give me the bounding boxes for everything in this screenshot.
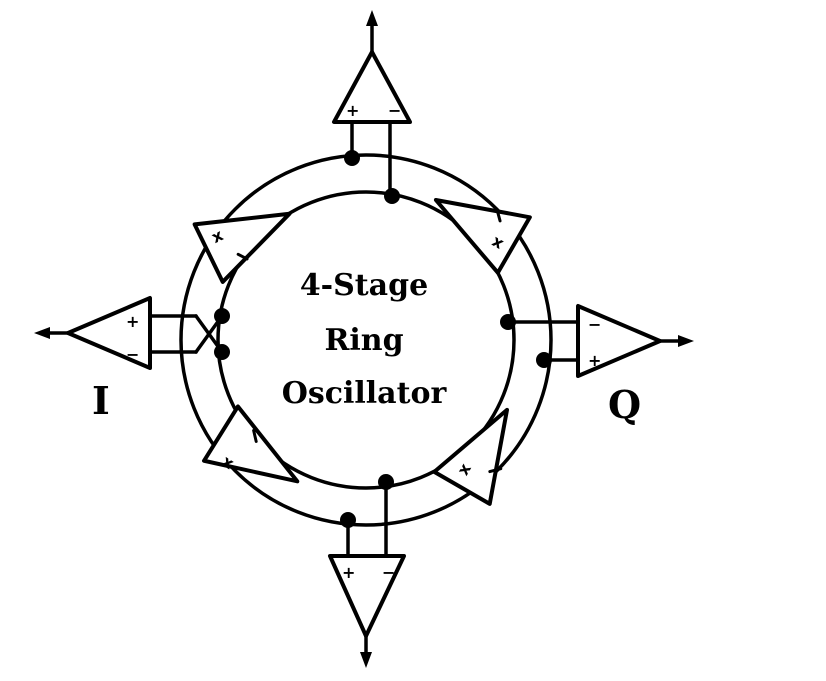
stage-amplifier-lower-left: x: [202, 404, 300, 484]
ring-inner: [216, 190, 516, 490]
center-title: 4-Stage Ring Oscillator: [282, 268, 448, 411]
output-label-i: I: [92, 378, 110, 423]
output-buffer-left: + −: [34, 296, 230, 370]
sign-minus: −: [388, 101, 401, 120]
sign-plus: +: [346, 101, 359, 120]
arrow-right-icon: [678, 335, 694, 347]
output-buffer-top: + −: [332, 10, 412, 204]
arrow-left-icon: [34, 327, 50, 339]
title-line-2: Ring: [324, 323, 403, 358]
output-buffer-right: − +: [500, 304, 694, 378]
sign-plus: +: [588, 351, 601, 370]
sign-minus: −: [588, 315, 601, 334]
title-line-3: Oscillator: [282, 376, 448, 411]
stage-amplifier-upper-right: x: [433, 198, 532, 275]
ring: [179, 153, 553, 527]
sign-plus: +: [342, 563, 355, 582]
arrow-up-icon: [366, 10, 378, 26]
title-line-1: 4-Stage: [300, 268, 428, 303]
ring-outer: [179, 153, 553, 527]
sign-minus: −: [126, 345, 139, 364]
arrow-down-icon: [360, 652, 372, 668]
sign-plus: +: [126, 312, 139, 331]
stage-amplifier-upper-left: x: [192, 211, 292, 284]
sign-minus: −: [382, 563, 395, 582]
output-buffer-bottom: + −: [328, 474, 406, 668]
output-label-q: Q: [608, 382, 641, 427]
stage-amplifier-lower-right: x: [432, 407, 509, 506]
